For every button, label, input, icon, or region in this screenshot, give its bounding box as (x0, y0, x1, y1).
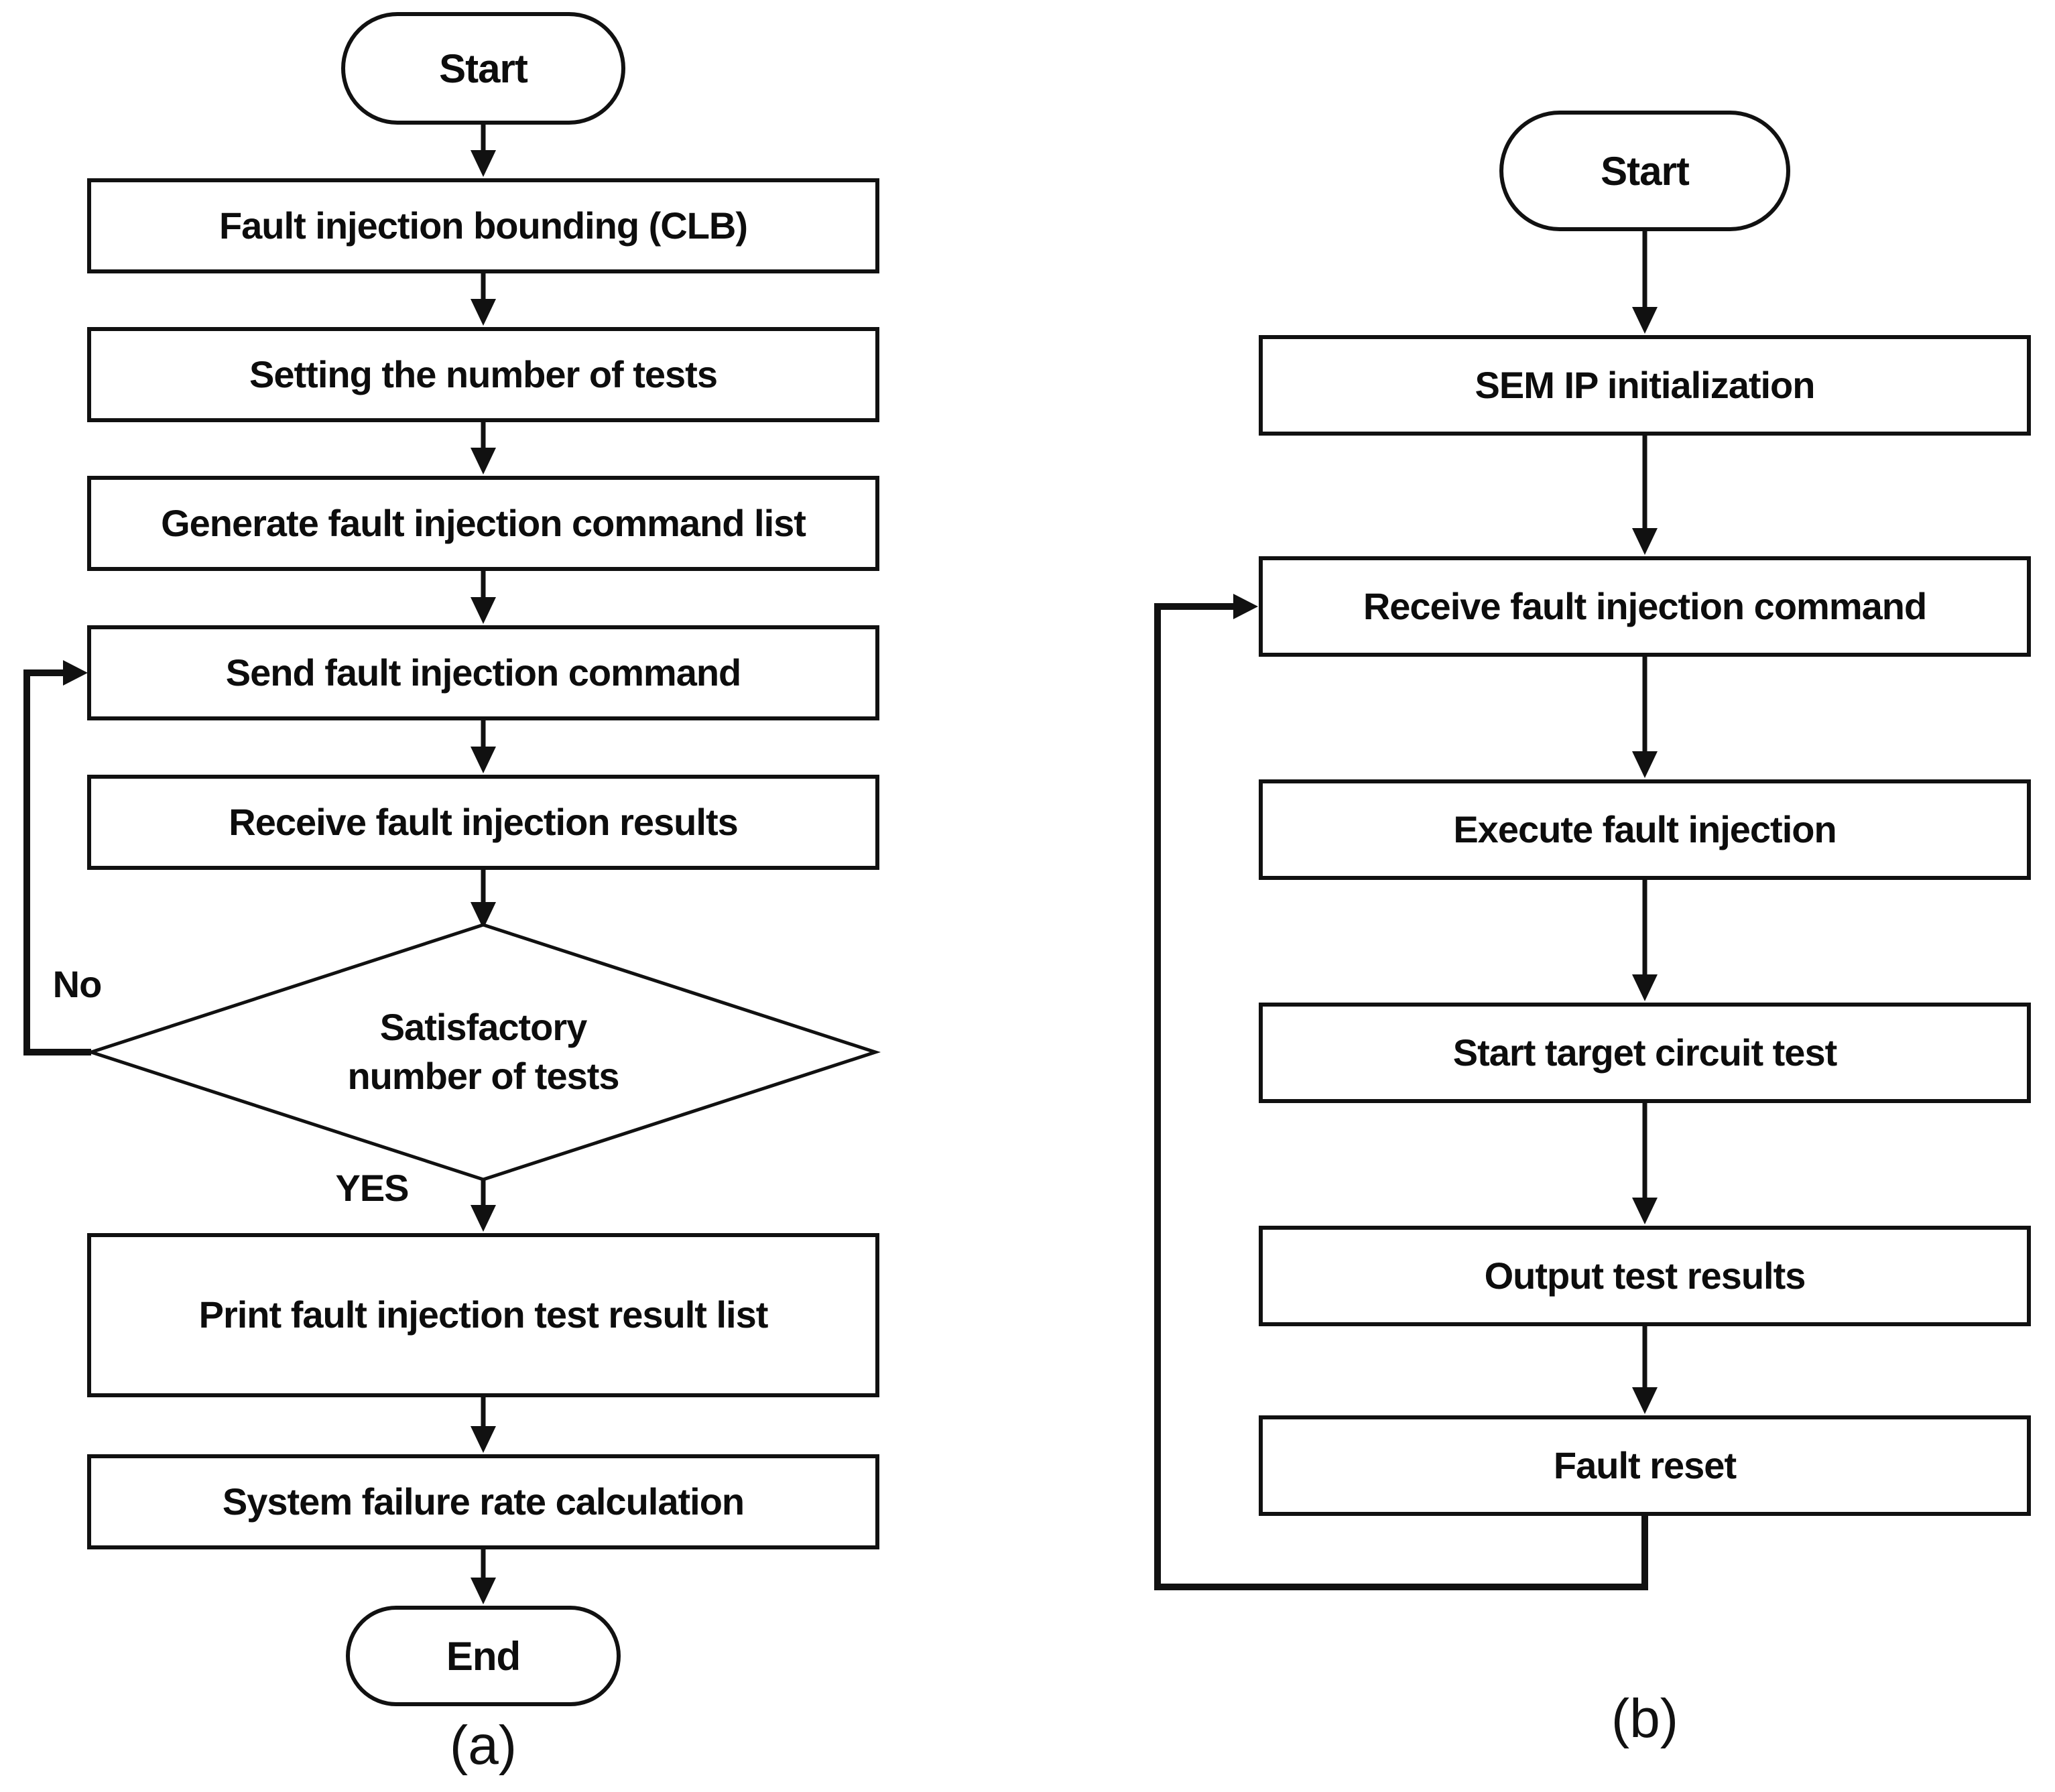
node-receive-fault-injection-results: Receive fault injection results (87, 775, 879, 870)
arrow-b-execute-to-target (1632, 880, 1658, 1001)
terminal-start-a: Start (341, 12, 625, 125)
node-fault-reset: Fault reset (1259, 1415, 2031, 1516)
caption-a: (a) (449, 1715, 517, 1776)
arrow-b-output-to-reset (1632, 1326, 1658, 1414)
arrow-a-decision-yes-to-print (471, 1179, 496, 1232)
node-sem-ip-initialization: SEM IP initialization (1259, 335, 2031, 436)
node-receive-fault-injection-command: Receive fault injection command (1259, 556, 2031, 657)
caption-b: (b) (1611, 1688, 1679, 1749)
terminal-start-b: Start (1499, 111, 1790, 231)
arrow-a-send-to-receive (471, 720, 496, 773)
arrow-a-generate-to-send (471, 571, 496, 624)
arrow-a-calc-to-end (471, 1549, 496, 1604)
node-fault-injection-bounding: Fault injection bounding (CLB) (87, 178, 879, 273)
node-send-fault-injection-command: Send fault injection command (87, 625, 879, 720)
node-start-target-circuit-test: Start target circuit test (1259, 1003, 2031, 1103)
arrow-a-print-to-calc (471, 1397, 496, 1453)
node-system-failure-rate-calculation: System failure rate calculation (87, 1454, 879, 1549)
node-execute-fault-injection: Execute fault injection (1259, 779, 2031, 880)
decision-diamond (85, 923, 881, 1181)
node-output-test-results: Output test results (1259, 1226, 2031, 1326)
node-generate-command-list: Generate fault injection command list (87, 476, 879, 571)
arrow-no-loop (23, 660, 91, 1055)
terminal-end-a: End (346, 1606, 621, 1706)
arrow-b-receive-to-execute (1632, 657, 1658, 778)
decision-satisfactory-tests-label: Satisfactory number of tests (347, 1006, 619, 1097)
arrow-b-start-to-sem (1632, 231, 1658, 334)
arrow-a-receive-to-decision (471, 870, 496, 929)
arrow-a-setting-to-generate (471, 422, 496, 474)
arrow-b-sem-to-receive (1632, 436, 1658, 555)
arrow-a-bounding-to-setting (471, 273, 496, 326)
arrow-b-loop (1154, 594, 1648, 1590)
node-print-test-result-list: Print fault injection test result list (87, 1233, 879, 1397)
label-yes: YES (335, 1166, 409, 1209)
arrow-a-start-to-bounding (471, 125, 496, 177)
label-no: No (52, 962, 103, 1005)
arrow-b-target-to-output (1632, 1103, 1658, 1224)
node-setting-number-of-tests: Setting the number of tests (87, 327, 879, 422)
